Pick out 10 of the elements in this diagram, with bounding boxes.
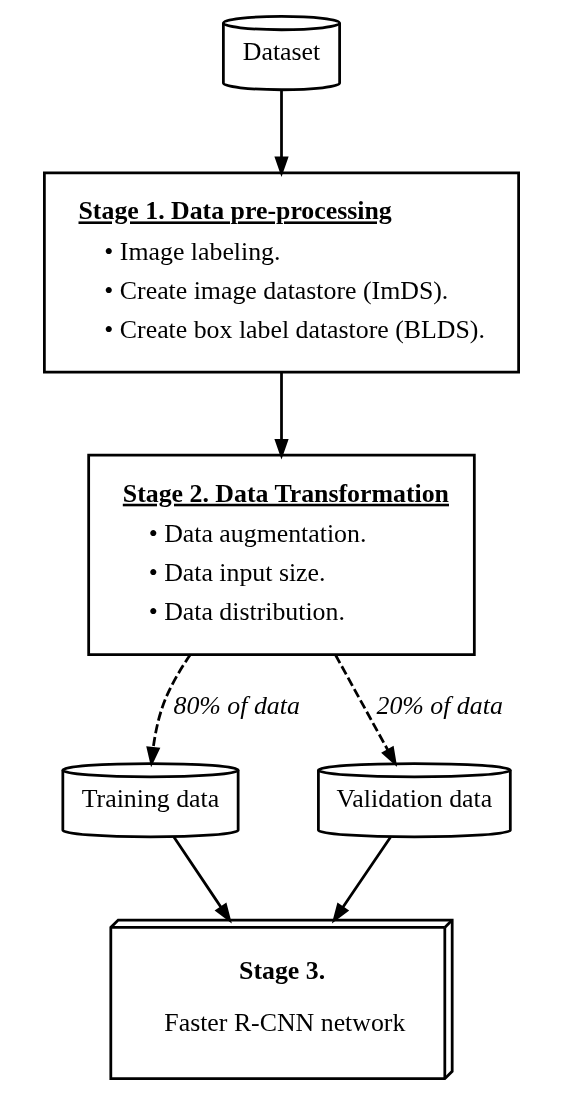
arrow <box>333 654 397 768</box>
arrow <box>273 90 289 177</box>
arrow <box>172 836 232 924</box>
node-box: Stage 1. Data pre-processing • Image labeling. • Create image datastore (ImDS). • Create box label datastore (BLDS). <box>42 171 520 374</box>
edge-label: 80% of data <box>173 690 300 720</box>
edge-label: 20% of data <box>376 690 503 720</box>
arrow <box>273 372 289 460</box>
node-box: Stage 2. Data Transformation • Data augmentation. • Data input size. • Data distribution. <box>86 453 476 656</box>
arrow <box>331 836 392 924</box>
arrow <box>145 653 192 768</box>
